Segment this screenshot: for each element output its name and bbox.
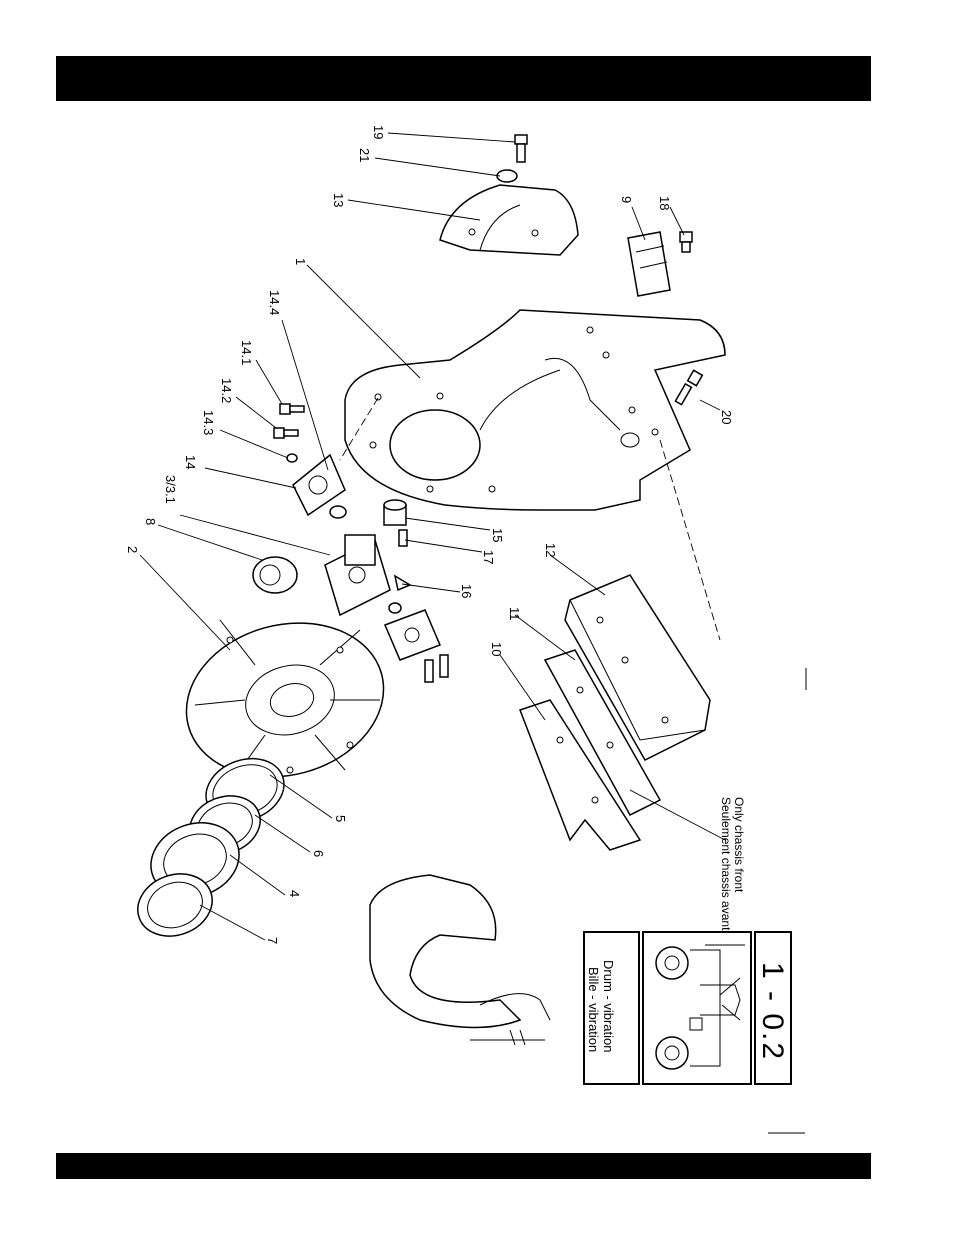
part-14-2-screw [274,428,298,438]
part-16-pin [395,576,410,590]
callout-14: 14 [183,455,198,469]
part-14-1-screw [280,404,304,414]
callout-10: 10 [489,642,504,656]
title-block: Drum - vibration Bille - vibration 1 - 0… [584,932,791,1084]
callout-16: 16 [459,584,474,598]
callout-21: 21 [357,148,372,162]
callout-20: 20 [719,410,734,424]
callout-14-1: 14.1 [239,340,254,365]
note-line-2: Seulement chassis avant [719,797,733,931]
callout-3-3-1: 3/3.1 [163,475,178,504]
callout-17: 17 [481,550,496,564]
callout-14-4: 14.4 [267,290,282,315]
description-line-2: Bille - vibration [586,967,601,1052]
part-14-3-washer [287,454,297,462]
callout-5: 5 [333,815,348,822]
part-19-bolt [515,135,527,162]
callout-18: 18 [657,196,672,210]
callout-8: 8 [143,518,158,525]
callout-9: 9 [619,196,634,203]
part-17-screw [399,530,407,546]
callout-19: 19 [371,125,386,139]
callout-14-2: 14.2 [219,378,234,403]
lower-flange-assembly [385,603,448,682]
part-2-drum-flange [169,602,401,799]
part-18-bolt [680,232,692,252]
callout-2: 2 [125,546,140,553]
callout-15: 15 [490,528,505,542]
part-14-housing [293,455,346,518]
note-line-1: Only chassis front [732,797,746,893]
callout-11: 11 [507,607,522,621]
callout-1: 1 [293,258,308,265]
callout-12: 12 [543,543,558,557]
part-1-frame-plate [345,310,725,510]
part-9-bracket [628,232,670,296]
figure-number: 1 - 0.2 [756,962,789,1061]
description-line-1: Drum - vibration [601,960,616,1052]
callout-14-3: 14.3 [201,410,216,435]
drum-shell [370,875,550,1045]
part-20-bolt [675,370,702,404]
part-13-guard [440,185,578,255]
callout-4: 4 [287,890,302,897]
callout-6: 6 [311,850,326,857]
part-8-coupling [253,557,297,593]
part-3-motor [325,535,390,615]
part-15-fitting [384,500,406,525]
callout-7: 7 [265,937,280,944]
callout-13: 13 [331,193,346,207]
